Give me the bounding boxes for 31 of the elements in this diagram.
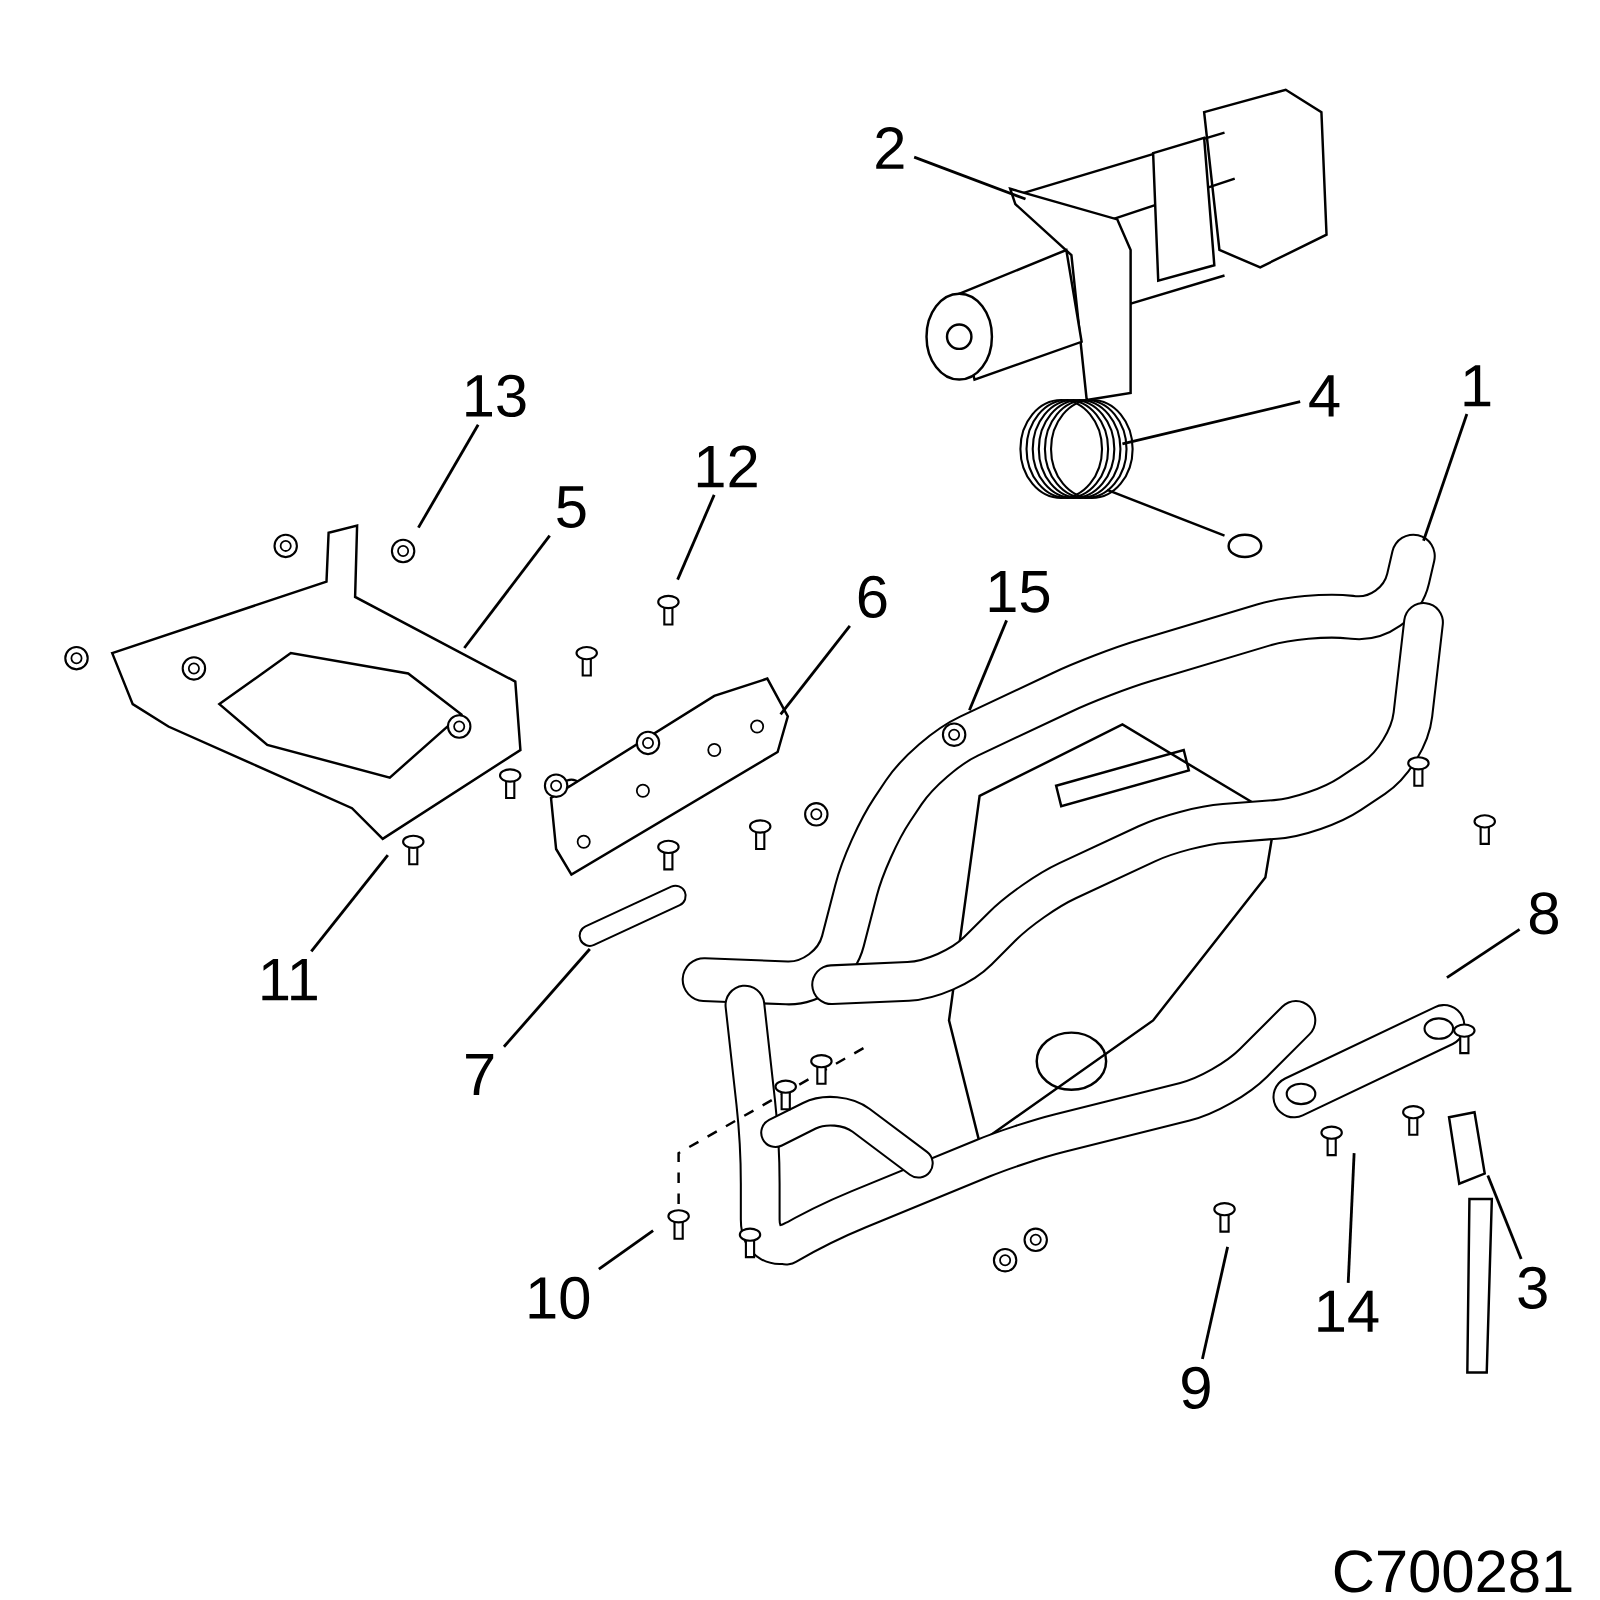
callout-number: 1 — [1464, 365, 1491, 407]
callout-number: 11 — [262, 959, 317, 1001]
leader-line — [1122, 400, 1301, 446]
leader-line — [1346, 1153, 1356, 1283]
callout-number: 14 — [1318, 1290, 1379, 1332]
callout-number: 3 — [1518, 1266, 1547, 1309]
leader-line — [1422, 413, 1469, 542]
callout-number: 2 — [876, 127, 904, 169]
figure-code: C700281 — [1334, 1550, 1572, 1593]
leader-line — [502, 948, 591, 1048]
leader-line — [779, 624, 851, 716]
leader-line — [676, 494, 716, 581]
callout-number: 6 — [858, 575, 887, 619]
callout-number: 10 — [529, 1276, 590, 1320]
leader-line — [1486, 1175, 1523, 1260]
leader-line — [1446, 928, 1521, 979]
callout-number: 5 — [557, 486, 586, 528]
leader-line — [463, 534, 551, 649]
leader-line — [968, 619, 1008, 711]
callout-number: 15 — [989, 570, 1050, 613]
leader-line — [1201, 1246, 1229, 1360]
callout-number: 13 — [466, 374, 526, 418]
leader-line — [598, 1229, 654, 1271]
callout-number: 7 — [466, 1053, 494, 1096]
callout-number: 8 — [1529, 892, 1558, 935]
callout-number: 9 — [1182, 1366, 1210, 1409]
leader-line — [310, 854, 389, 953]
leader-line — [913, 155, 1026, 201]
leader-line — [417, 424, 480, 529]
callout-number: 12 — [697, 445, 757, 488]
callout-number: 4 — [1309, 375, 1340, 417]
